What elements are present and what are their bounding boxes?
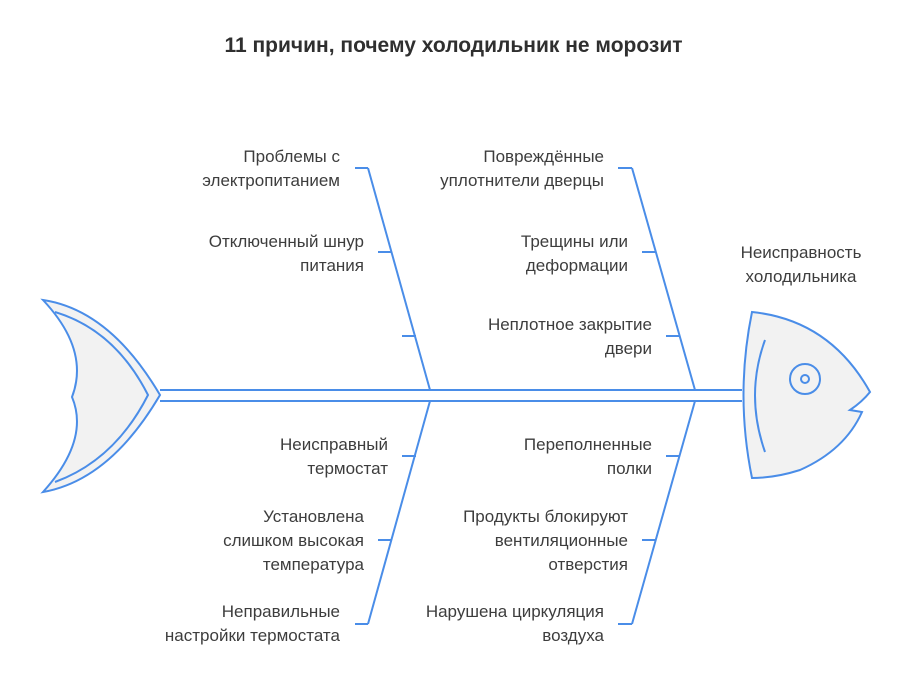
cause-label: Переполненные полки: [523, 435, 652, 478]
fish-bones: [355, 167, 696, 625]
fish-eye-icon: [789, 363, 821, 395]
bone-top-right: [631, 167, 696, 391]
diagram-title: 11 причин, почему холодильник не морозит: [224, 34, 683, 57]
bone-top-left: [367, 167, 431, 391]
cause-label: Проблемы с электропитанием: [202, 147, 340, 190]
fish-spine: [160, 389, 742, 402]
head-label: Неисправность холодильника: [740, 243, 862, 286]
cause-label: Отключенный шнур питания: [208, 232, 364, 275]
cause-label: Неплотное закрытие двери: [487, 315, 652, 358]
cause-label: Продукты блокируют вентиляционные отверс…: [463, 507, 628, 574]
cause-label: Нарушена циркуляция воздуха: [425, 602, 604, 645]
bone-bottom-right: [631, 400, 696, 625]
fish-head: [742, 310, 872, 480]
cause-label: Неисправный термостат: [280, 435, 388, 478]
fish-tail: [40, 298, 162, 494]
bone-bottom-left: [367, 400, 431, 625]
cause-label: Повреждённые уплотнители дверцы: [440, 147, 604, 190]
cause-label: Установлена слишком высокая температура: [223, 507, 364, 574]
cause-label: Неправильные настройки термостата: [164, 602, 340, 645]
cause-label: Трещины или деформации: [520, 232, 628, 275]
